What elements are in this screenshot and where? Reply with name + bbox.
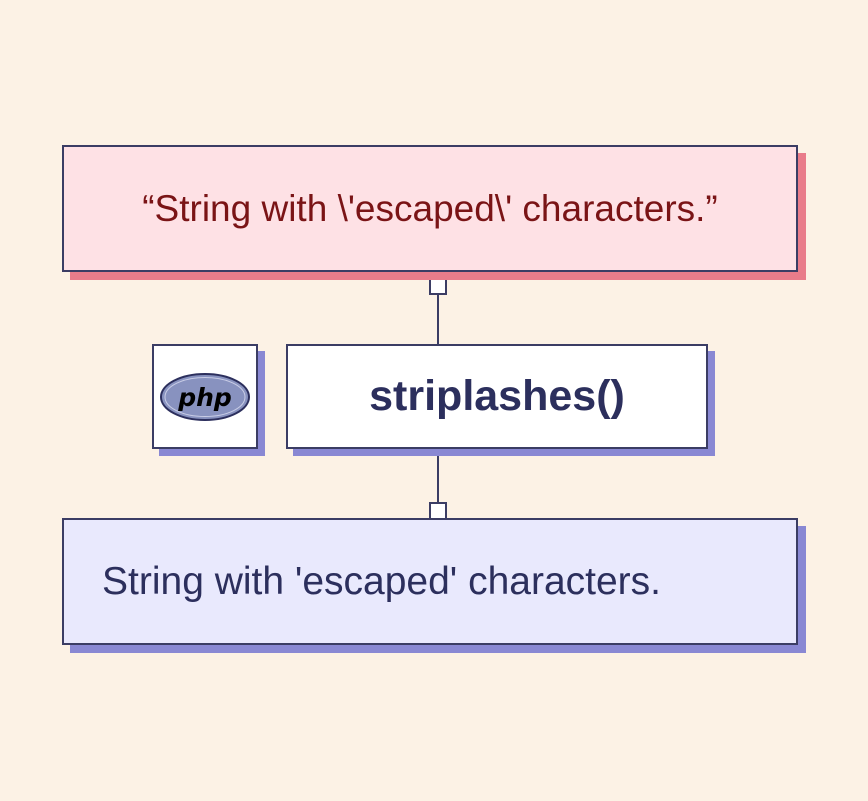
output-string-text: String with 'escaped' characters. [102,559,661,603]
connector-handle-top [429,277,447,295]
php-logo-icon: php [160,372,250,421]
output-string-box: String with 'escaped' characters. [62,518,798,645]
input-string-box: “String with \'escaped\' characters.” [62,145,798,272]
connector-handle-bottom [429,502,447,520]
input-string-text: “String with \'escaped\' characters.” [142,187,718,229]
function-box: striplashes() [286,344,708,449]
php-logo-text: php [177,383,232,412]
php-logo-box: php [152,344,258,449]
function-name: striplashes() [369,372,625,420]
